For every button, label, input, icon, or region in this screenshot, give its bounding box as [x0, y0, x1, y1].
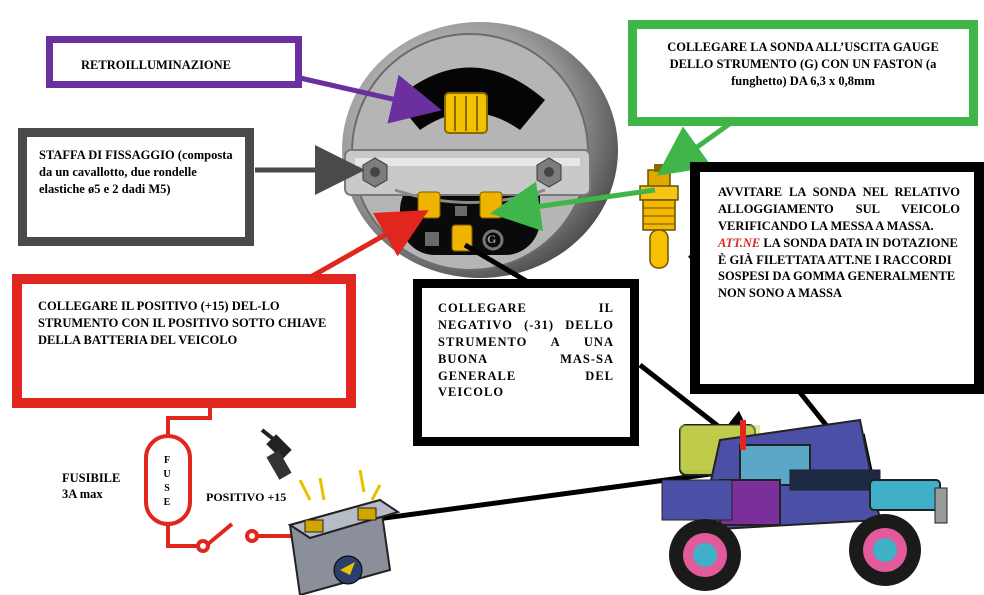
gauge-instrument-back	[342, 22, 618, 278]
fusibile-line2: 3A max	[62, 487, 103, 502]
wire-negativo-top	[463, 242, 530, 285]
sonda-uscita-box: COLLEGARE LA SONDA ALL’USCITA GAUGE DELL…	[628, 20, 978, 126]
positivo-box: COLLEGARE IL POSITIVO (+15) DEL-LO STRUM…	[12, 274, 356, 408]
retroilluminazione-label: RETROILLUMINAZIONE	[81, 58, 232, 72]
att-ne-text: LA SONDA DATA IN DOTAZIONE È GIÀ FILETTA…	[718, 235, 958, 301]
retroilluminazione-box: RETROILLUMINAZIONE	[46, 36, 302, 88]
battery-icon	[287, 469, 401, 595]
fusibile-label: FUSIBILE 3A max	[62, 470, 120, 503]
avvitare-box: AVVITARE LA SONDA NEL RELATIVO ALLOGGIAM…	[690, 162, 984, 394]
arrow-sonda-top	[656, 117, 737, 176]
staffa-label: STAFFA DI FISSAGGIO (composta da un cava…	[39, 148, 233, 196]
fusibile-line1: FUSIBILE	[62, 471, 121, 485]
sonda-uscita-label: COLLEGARE LA SONDA ALL’USCITA GAUGE DELL…	[667, 40, 939, 88]
avvitare-label: AVVITARE LA SONDA NEL RELATIVO ALLOGGIAM…	[718, 185, 960, 233]
positivo15-label: POSITIVO +15	[206, 490, 287, 504]
ignition-key-icon	[260, 428, 292, 480]
positivo-label: COLLEGARE IL POSITIVO (+15) DEL-LO STRUM…	[38, 299, 327, 347]
terminal-g-label: G	[487, 232, 497, 246]
att-ne-label: ATT.NE	[718, 235, 761, 250]
att-ne-row: ATT.NE LA SONDA DATA IN DOTAZIONE È GIÀ …	[718, 235, 960, 303]
terminal-g-icon	[482, 229, 504, 251]
staffa-box: STAFFA DI FISSAGGIO (composta da un cava…	[18, 128, 254, 246]
wire-battery-car	[369, 467, 741, 523]
fuse-vertical-label: FUSE	[163, 455, 171, 508]
arrow-retro	[299, 74, 442, 124]
sensor-probe	[639, 164, 679, 269]
jeep-car-icon	[661, 418, 948, 591]
fuse-circuit	[144, 405, 300, 553]
arrow-sonda-terminal	[490, 181, 656, 232]
negativo-box: COLLEGARE IL NEGATIVO (-31) DELLO STRUME…	[413, 279, 639, 446]
negativo-label: COLLEGARE IL NEGATIVO (-31) DELLO STRUME…	[438, 301, 614, 400]
